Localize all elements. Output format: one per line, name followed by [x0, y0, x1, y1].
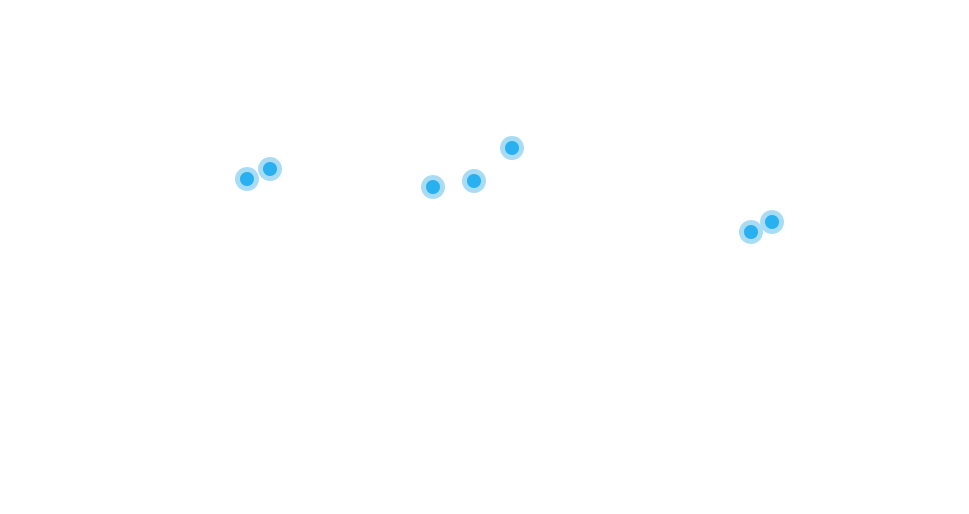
map-marker-1[interactable]: [235, 167, 259, 191]
map-marker-dot-icon: [505, 141, 519, 155]
map-marker-dot-icon: [467, 174, 481, 188]
map-marker-dot-icon: [426, 180, 440, 194]
map-marker-4[interactable]: [462, 169, 486, 193]
map-marker-dot-icon: [744, 225, 758, 239]
map-marker-7[interactable]: [760, 210, 784, 234]
map-marker-dot-icon: [240, 172, 254, 186]
map-marker-dot-icon: [765, 215, 779, 229]
map-marker-2[interactable]: [258, 157, 282, 181]
map-marker-6[interactable]: [739, 220, 763, 244]
map-marker-5[interactable]: [500, 136, 524, 160]
map-marker-dot-icon: [263, 162, 277, 176]
map-marker-3[interactable]: [421, 175, 445, 199]
